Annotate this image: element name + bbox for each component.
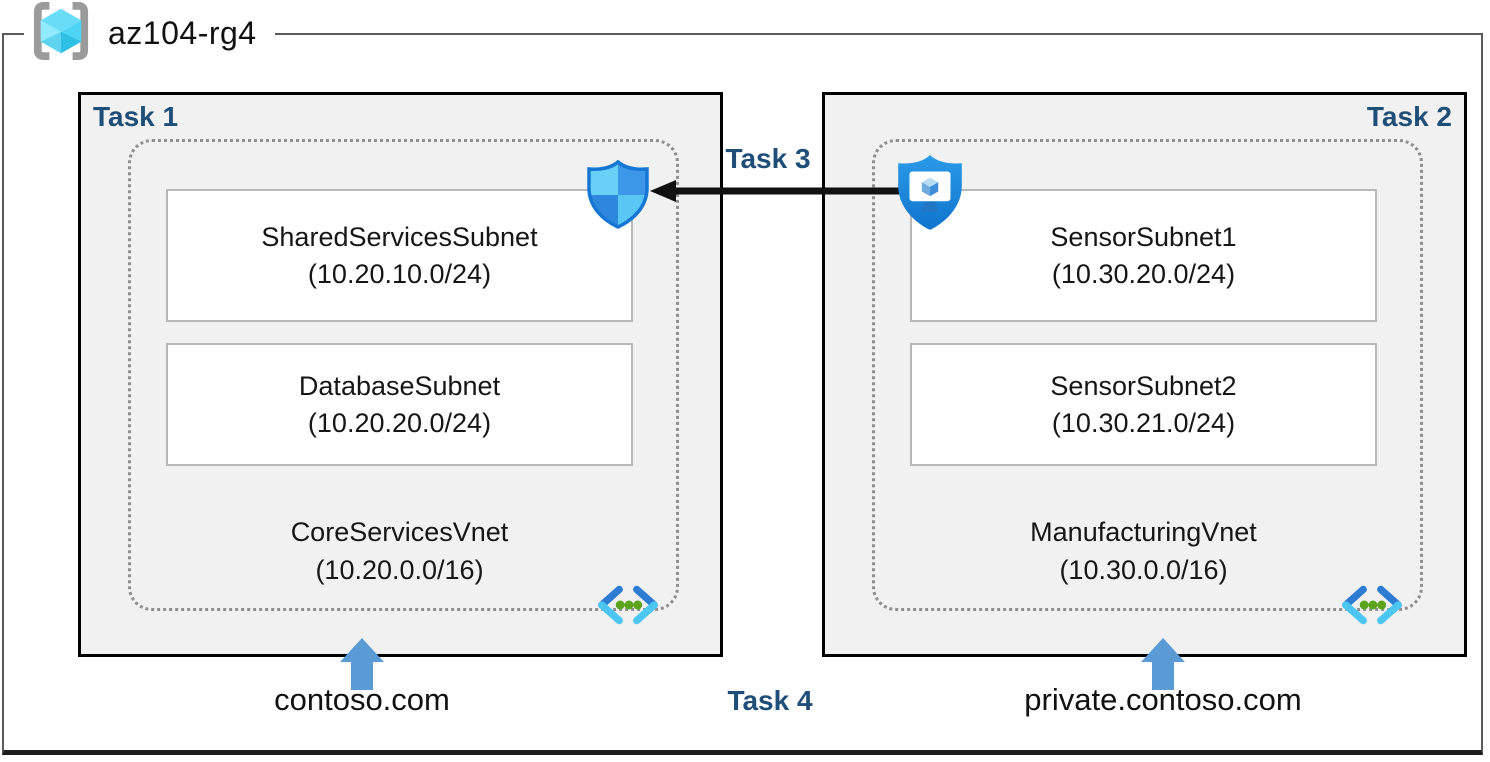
peering-arrow: [648, 179, 900, 203]
dns-up-arrow-left: [340, 638, 384, 690]
coreservices-vnet-name: CoreServicesVnet (10.20.0.0/16): [290, 517, 509, 585]
task3-label: Task 3: [725, 143, 811, 174]
subnet-box-database: DatabaseSubnet (10.20.20.0/24): [166, 343, 633, 466]
resource-group-label: az104-rg4: [108, 14, 257, 51]
defender-shield-icon: [586, 159, 650, 230]
coreservices-vnet-boundary: [128, 139, 679, 611]
task4-label: Task 4: [727, 685, 813, 716]
manufacturing-vnet-name: ManufacturingVnet (10.30.0.0/16): [1030, 517, 1257, 585]
subnet-box-sensor1: SensorSubnet1 (10.30.20.0/24): [910, 189, 1377, 322]
subnet-cidr: (10.20.10.0/24): [307, 258, 492, 289]
subnet-name: DatabaseSubnet: [298, 370, 501, 401]
subnet-cidr: (10.30.20.0/24): [1051, 258, 1236, 289]
virtual-network-icon: [593, 584, 663, 626]
resource-group-legend: az104-rg4: [24, 1, 275, 65]
manufacturing-vnet-boundary: [872, 139, 1423, 611]
subnet-name: SharedServicesSubnet: [261, 221, 538, 252]
dns-up-arrow-right: [1141, 638, 1185, 690]
virtual-network-icon: [1337, 584, 1407, 626]
task2-label: Task 2: [1366, 101, 1452, 132]
subnet-cidr: (10.20.20.0/24): [307, 407, 492, 438]
task1-label: Task 1: [93, 101, 179, 132]
subnet-box-sensor2: SensorSubnet2 (10.30.21.0/24): [910, 343, 1377, 466]
task1-vnet-box: Task 1 SharedServicesSubnet (10.20.10.0/…: [78, 92, 723, 657]
subnet-box-sharedservices: SharedServicesSubnet (10.20.10.0/24): [166, 189, 633, 322]
resource-group-icon: [30, 1, 92, 65]
subnet-cidr: (10.30.21.0/24): [1051, 407, 1236, 438]
bastion-shield-monitor-icon: [895, 153, 965, 233]
subnet-name: SensorSubnet1: [1050, 221, 1237, 252]
subnet-name: SensorSubnet2: [1050, 370, 1237, 401]
